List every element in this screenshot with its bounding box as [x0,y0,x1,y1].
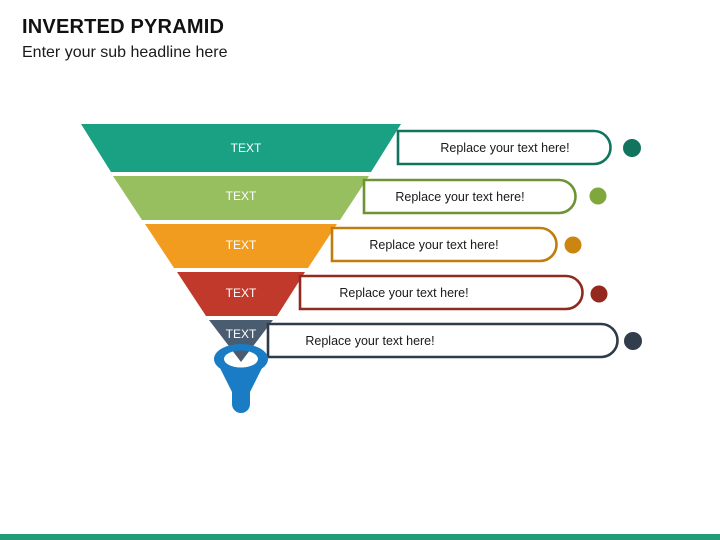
callout-2-bullet[interactable] [589,187,607,205]
callout-3-pill[interactable] [330,226,558,263]
funnel-level-3[interactable]: TEXT [145,224,337,268]
funnel-level-3-label: TEXT [226,238,257,252]
funnel-spout-cone [214,344,268,374]
footer-accent-bar [0,534,720,540]
slide-header: INVERTED PYRAMID Enter your sub headline… [22,14,622,64]
callout-3[interactable]: Replace your text here! [330,226,582,263]
funnel-band-2[interactable] [113,176,369,220]
callout-5-text: Replace your text here! [305,334,434,348]
callout-1-pill[interactable] [396,129,612,166]
callout-2-text: Replace your text here! [395,190,524,204]
callout-4-bullet[interactable] [590,285,608,303]
funnel-spout-neck [218,364,264,413]
page-subtitle: Enter your sub headline here [22,44,228,61]
callout-2[interactable]: Replace your text here! [362,178,607,215]
page-title: INVERTED PYRAMID [22,16,225,38]
funnel-level-1-label: TEXT [231,141,262,155]
funnel-level-2[interactable]: TEXT [113,176,369,220]
funnel-filter-icon [214,344,268,413]
funnel-level-4-label: TEXT [226,286,257,300]
callout-1[interactable]: Replace your text here! [396,129,641,166]
funnel-level-5[interactable]: TEXT [209,320,273,362]
callout-3-text: Replace your text here! [369,238,498,252]
callout-4-pill[interactable] [298,274,584,311]
funnel-level-1[interactable]: TEXT [81,124,401,172]
funnel-band-5[interactable] [209,320,273,362]
funnel-level-4[interactable]: TEXT [177,272,305,316]
callout-2-pill[interactable] [362,178,577,215]
callout-3-bullet[interactable] [564,236,582,254]
funnel-level-2-label: TEXT [226,189,257,203]
funnel-band-3[interactable] [145,224,337,268]
funnel-band-1[interactable] [81,124,401,172]
callout-5[interactable]: Replace your text here! [266,322,642,359]
callout-1-text: Replace your text here! [440,141,569,155]
funnel-band-4[interactable] [177,272,305,316]
callout-4[interactable]: Replace your text here! [298,274,608,311]
callout-1-bullet[interactable] [623,139,641,157]
callout-4-text: Replace your text here! [339,286,468,300]
funnel-level-5-label: TEXT [226,327,257,341]
callout-5-bullet[interactable] [624,332,642,350]
callout-5-pill[interactable] [266,322,619,359]
